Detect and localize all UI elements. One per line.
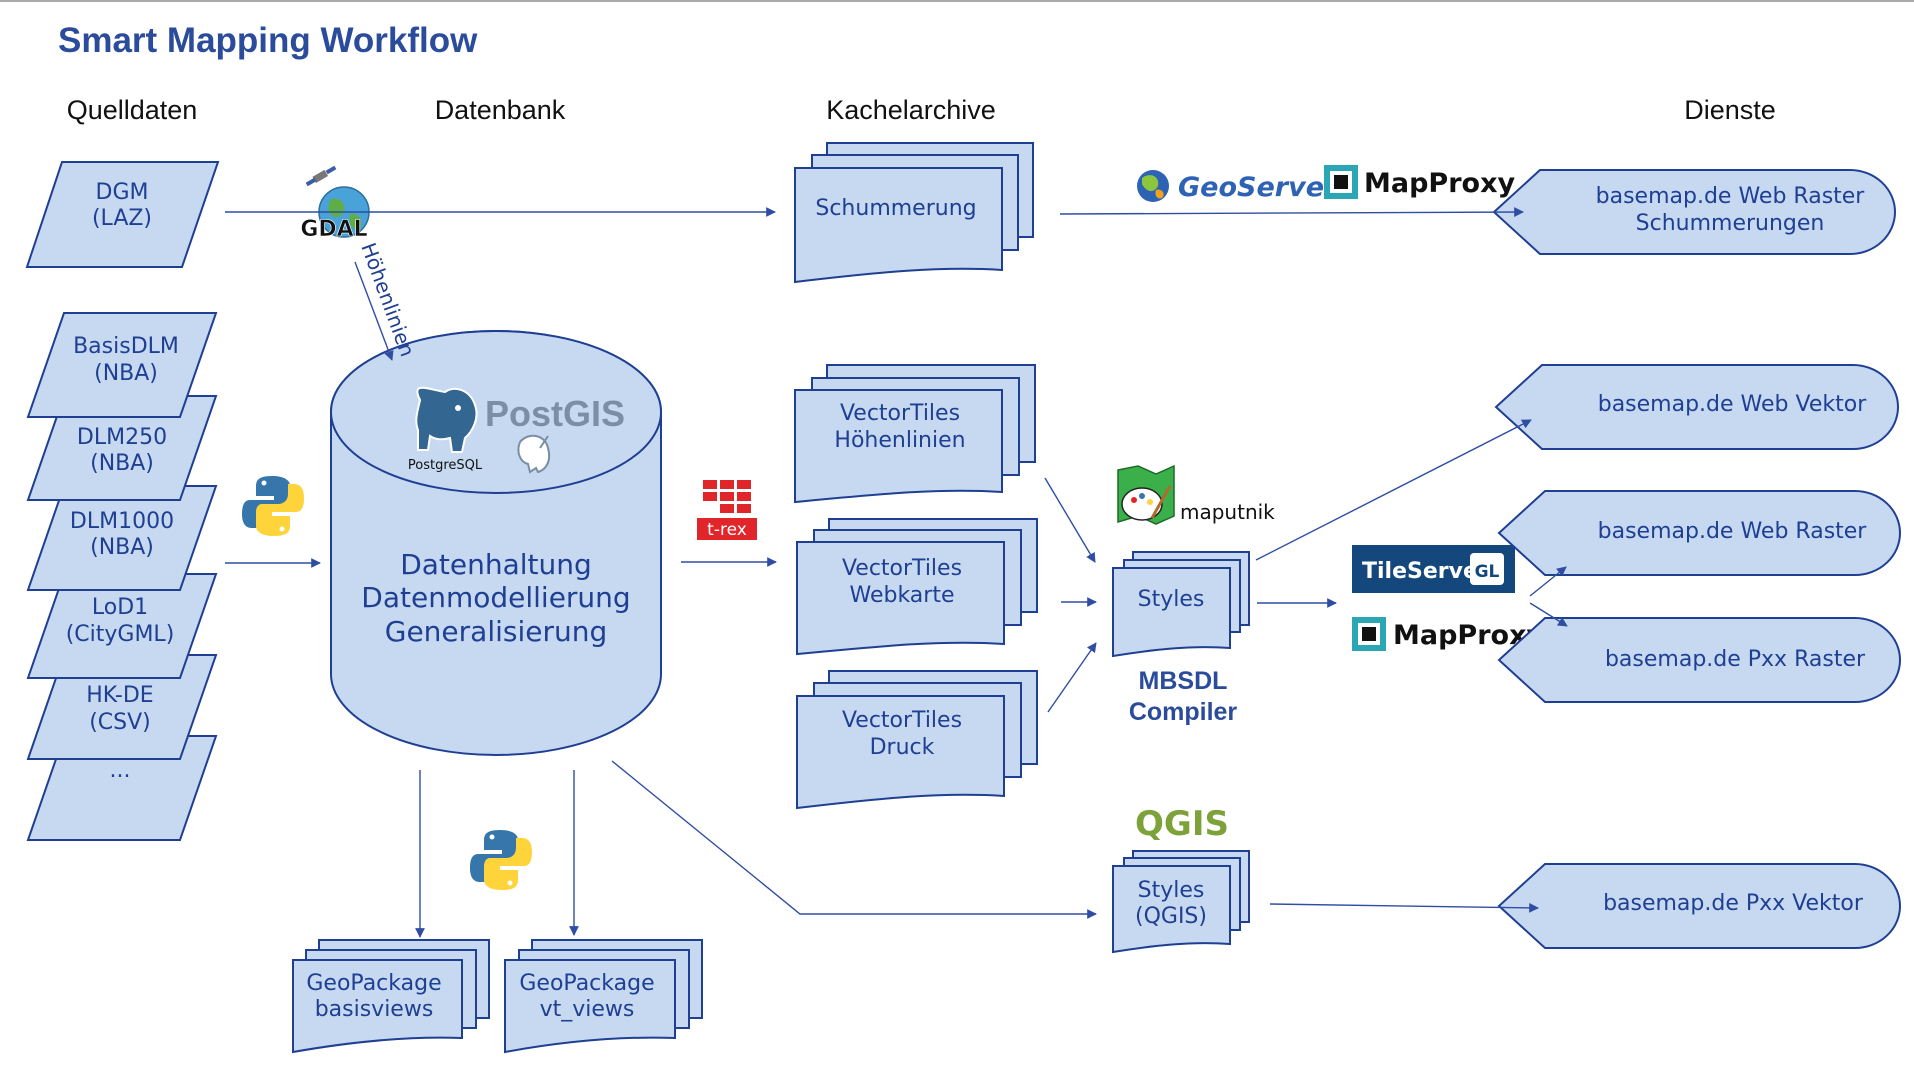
- header-datenbank: Datenbank: [435, 95, 566, 125]
- python-icon-left: [242, 476, 304, 536]
- styles-mbsdl-label: Styles: [1138, 587, 1205, 612]
- database-line1: Datenhaltung: [400, 548, 592, 581]
- tileserver-logo: [1352, 545, 1515, 593]
- arrow-tileserver-to-web-raster: [1529, 566, 1567, 597]
- service-web-vektor: basemap.de Web Vektor: [1494, 364, 1899, 450]
- archive-schummerung: Schummerung: [794, 142, 1034, 284]
- geopackage-vt-views-line2: vt_views: [540, 997, 635, 1022]
- service-web-raster-schummerung-line1: basemap.de Web Raster: [1596, 184, 1866, 209]
- archive-vt-hoehenlinien-line2: Höhenlinien: [834, 428, 965, 453]
- styles-mbsdl: Styles: [1112, 551, 1250, 658]
- service-web-vektor-label: basemap.de Web Vektor: [1598, 392, 1867, 417]
- edge-label-hoehenlinien: Höhenlinien: [356, 240, 419, 360]
- geopackage-vt-views: GeoPackage vt_views: [504, 939, 703, 1054]
- geopackage-basisviews-line2: basisviews: [315, 997, 434, 1022]
- source-basisdlm-line2: (NBA): [94, 361, 158, 386]
- archive-schummerung-label: Schummerung: [815, 196, 976, 221]
- postgresql-label: PostgreSQL: [408, 458, 483, 473]
- arrow-styles-to-web-vektor: [1255, 419, 1532, 561]
- source-hkde-line1: HK-DE: [86, 683, 153, 708]
- header-dienste: Dienste: [1684, 95, 1776, 125]
- source-basisdlm-line1: BasisDLM: [73, 334, 179, 359]
- archive-vt-hoehenlinien: VectorTiles Höhenlinien: [794, 364, 1036, 504]
- geopackage-vt-views-line1: GeoPackage: [519, 971, 654, 996]
- trex-label: t-rex: [707, 520, 747, 540]
- mapproxy-top-label: MapProxy: [1364, 168, 1515, 199]
- arrow-druck-to-styles: [1047, 642, 1097, 713]
- source-more-label: ...: [110, 758, 131, 783]
- archive-vt-druck-line2: Druck: [870, 735, 935, 760]
- service-pxx-vektor-label: basemap.de Pxx Vektor: [1603, 891, 1864, 916]
- header-quelldaten: Quelldaten: [67, 95, 198, 125]
- maputnik-label: maputnik: [1180, 500, 1275, 524]
- compiler-line2: Compiler: [1129, 698, 1238, 726]
- service-web-raster-schummerung: basemap.de Web Raster Schummerungen: [1492, 169, 1896, 255]
- trex-icon: [697, 480, 757, 540]
- geopackage-basisviews-line1: GeoPackage: [306, 971, 441, 996]
- python-icon-bottom: [470, 830, 532, 890]
- source-dlm250: DLM250 (NBA): [26, 395, 218, 501]
- service-pxx-raster: basemap.de Pxx Raster: [1497, 617, 1901, 703]
- header-kachelarchive: Kachelarchive: [826, 95, 996, 125]
- service-pxx-vektor: basemap.de Pxx Vektor: [1497, 863, 1901, 949]
- qgis-label: QGIS: [1135, 804, 1229, 844]
- geoserver-icon: [1137, 170, 1169, 202]
- source-dlm1000: DLM1000 (NBA): [26, 485, 218, 591]
- arrow-qgis-styles-to-pxx-vektor: [1269, 902, 1539, 913]
- source-dgm-line2: (LAZ): [92, 206, 152, 231]
- source-dlm250-line2: (NBA): [90, 451, 154, 476]
- archive-vt-webkarte-line1: VectorTiles: [842, 556, 962, 581]
- gdal-label: GDAL: [300, 217, 367, 242]
- source-lod1: LoD1 (CityGML): [26, 573, 218, 679]
- page-title: Smart Mapping Workflow: [58, 21, 478, 60]
- tileserver-gl-label: GL: [1475, 562, 1500, 582]
- source-hkde: HK-DE (CSV): [26, 654, 218, 760]
- archive-vt-druck: VectorTiles Druck: [796, 670, 1038, 810]
- postgis-elephant-icon: [517, 434, 551, 474]
- arrow-tileserver-to-pxx-raster: [1529, 602, 1568, 627]
- archive-vt-druck-line1: VectorTiles: [842, 708, 962, 733]
- service-pxx-raster-label: basemap.de Pxx Raster: [1605, 647, 1866, 672]
- database-line2: Datenmodellierung: [361, 581, 630, 614]
- styles-qgis-line1: Styles: [1138, 878, 1205, 903]
- source-lod1-line1: LoD1: [92, 595, 148, 620]
- archive-vt-hoehenlinien-line1: VectorTiles: [840, 401, 960, 426]
- geopackage-basisviews: GeoPackage basisviews: [292, 939, 490, 1054]
- database-cylinder: Datenhaltung Datenmodellierung Generalis…: [330, 330, 662, 756]
- source-basisdlm: BasisDLM (NBA): [26, 312, 218, 418]
- postgresql-elephant-icon: [415, 386, 478, 453]
- source-dgm: DGM (LAZ): [25, 161, 220, 268]
- source-dlm1000-line2: (NBA): [90, 535, 154, 560]
- arrow-gdal-to-database: [354, 261, 394, 361]
- source-dlm1000-line1: DLM1000: [70, 509, 174, 534]
- arrow-database-to-qgis-styles: [611, 760, 1097, 919]
- maputnik-icon: [1117, 464, 1175, 525]
- service-web-raster-label: basemap.de Web Raster: [1598, 519, 1868, 544]
- postgis-label: PostGIS: [485, 393, 625, 434]
- source-hkde-line2: (CSV): [89, 710, 151, 735]
- geoserver-label: GeoServer: [1178, 172, 1339, 203]
- styles-qgis: Styles (QGIS): [1112, 850, 1250, 954]
- styles-qgis-line2: (QGIS): [1135, 904, 1207, 929]
- source-dlm250-line1: DLM250: [77, 425, 167, 450]
- arrow-hoehenlinien-to-styles: [1044, 477, 1096, 563]
- archive-vt-webkarte-line2: Webkarte: [849, 583, 954, 608]
- mapproxy-mid-icon: [1352, 617, 1386, 651]
- source-dgm-line1: DGM: [96, 180, 149, 205]
- mapproxy-top-icon: [1324, 165, 1358, 199]
- service-web-raster: basemap.de Web Raster: [1497, 490, 1901, 576]
- arrow-schummerung-to-service: [1059, 207, 1524, 217]
- archive-vt-webkarte: VectorTiles Webkarte: [796, 518, 1038, 656]
- compiler-line1: MBSDL: [1139, 667, 1228, 695]
- database-line3: Generalisierung: [385, 615, 608, 648]
- tileserver-label: TileServer: [1362, 559, 1489, 584]
- source-lod1-line2: (CityGML): [66, 622, 175, 647]
- service-web-raster-schummerung-line2: Schummerungen: [1636, 211, 1825, 236]
